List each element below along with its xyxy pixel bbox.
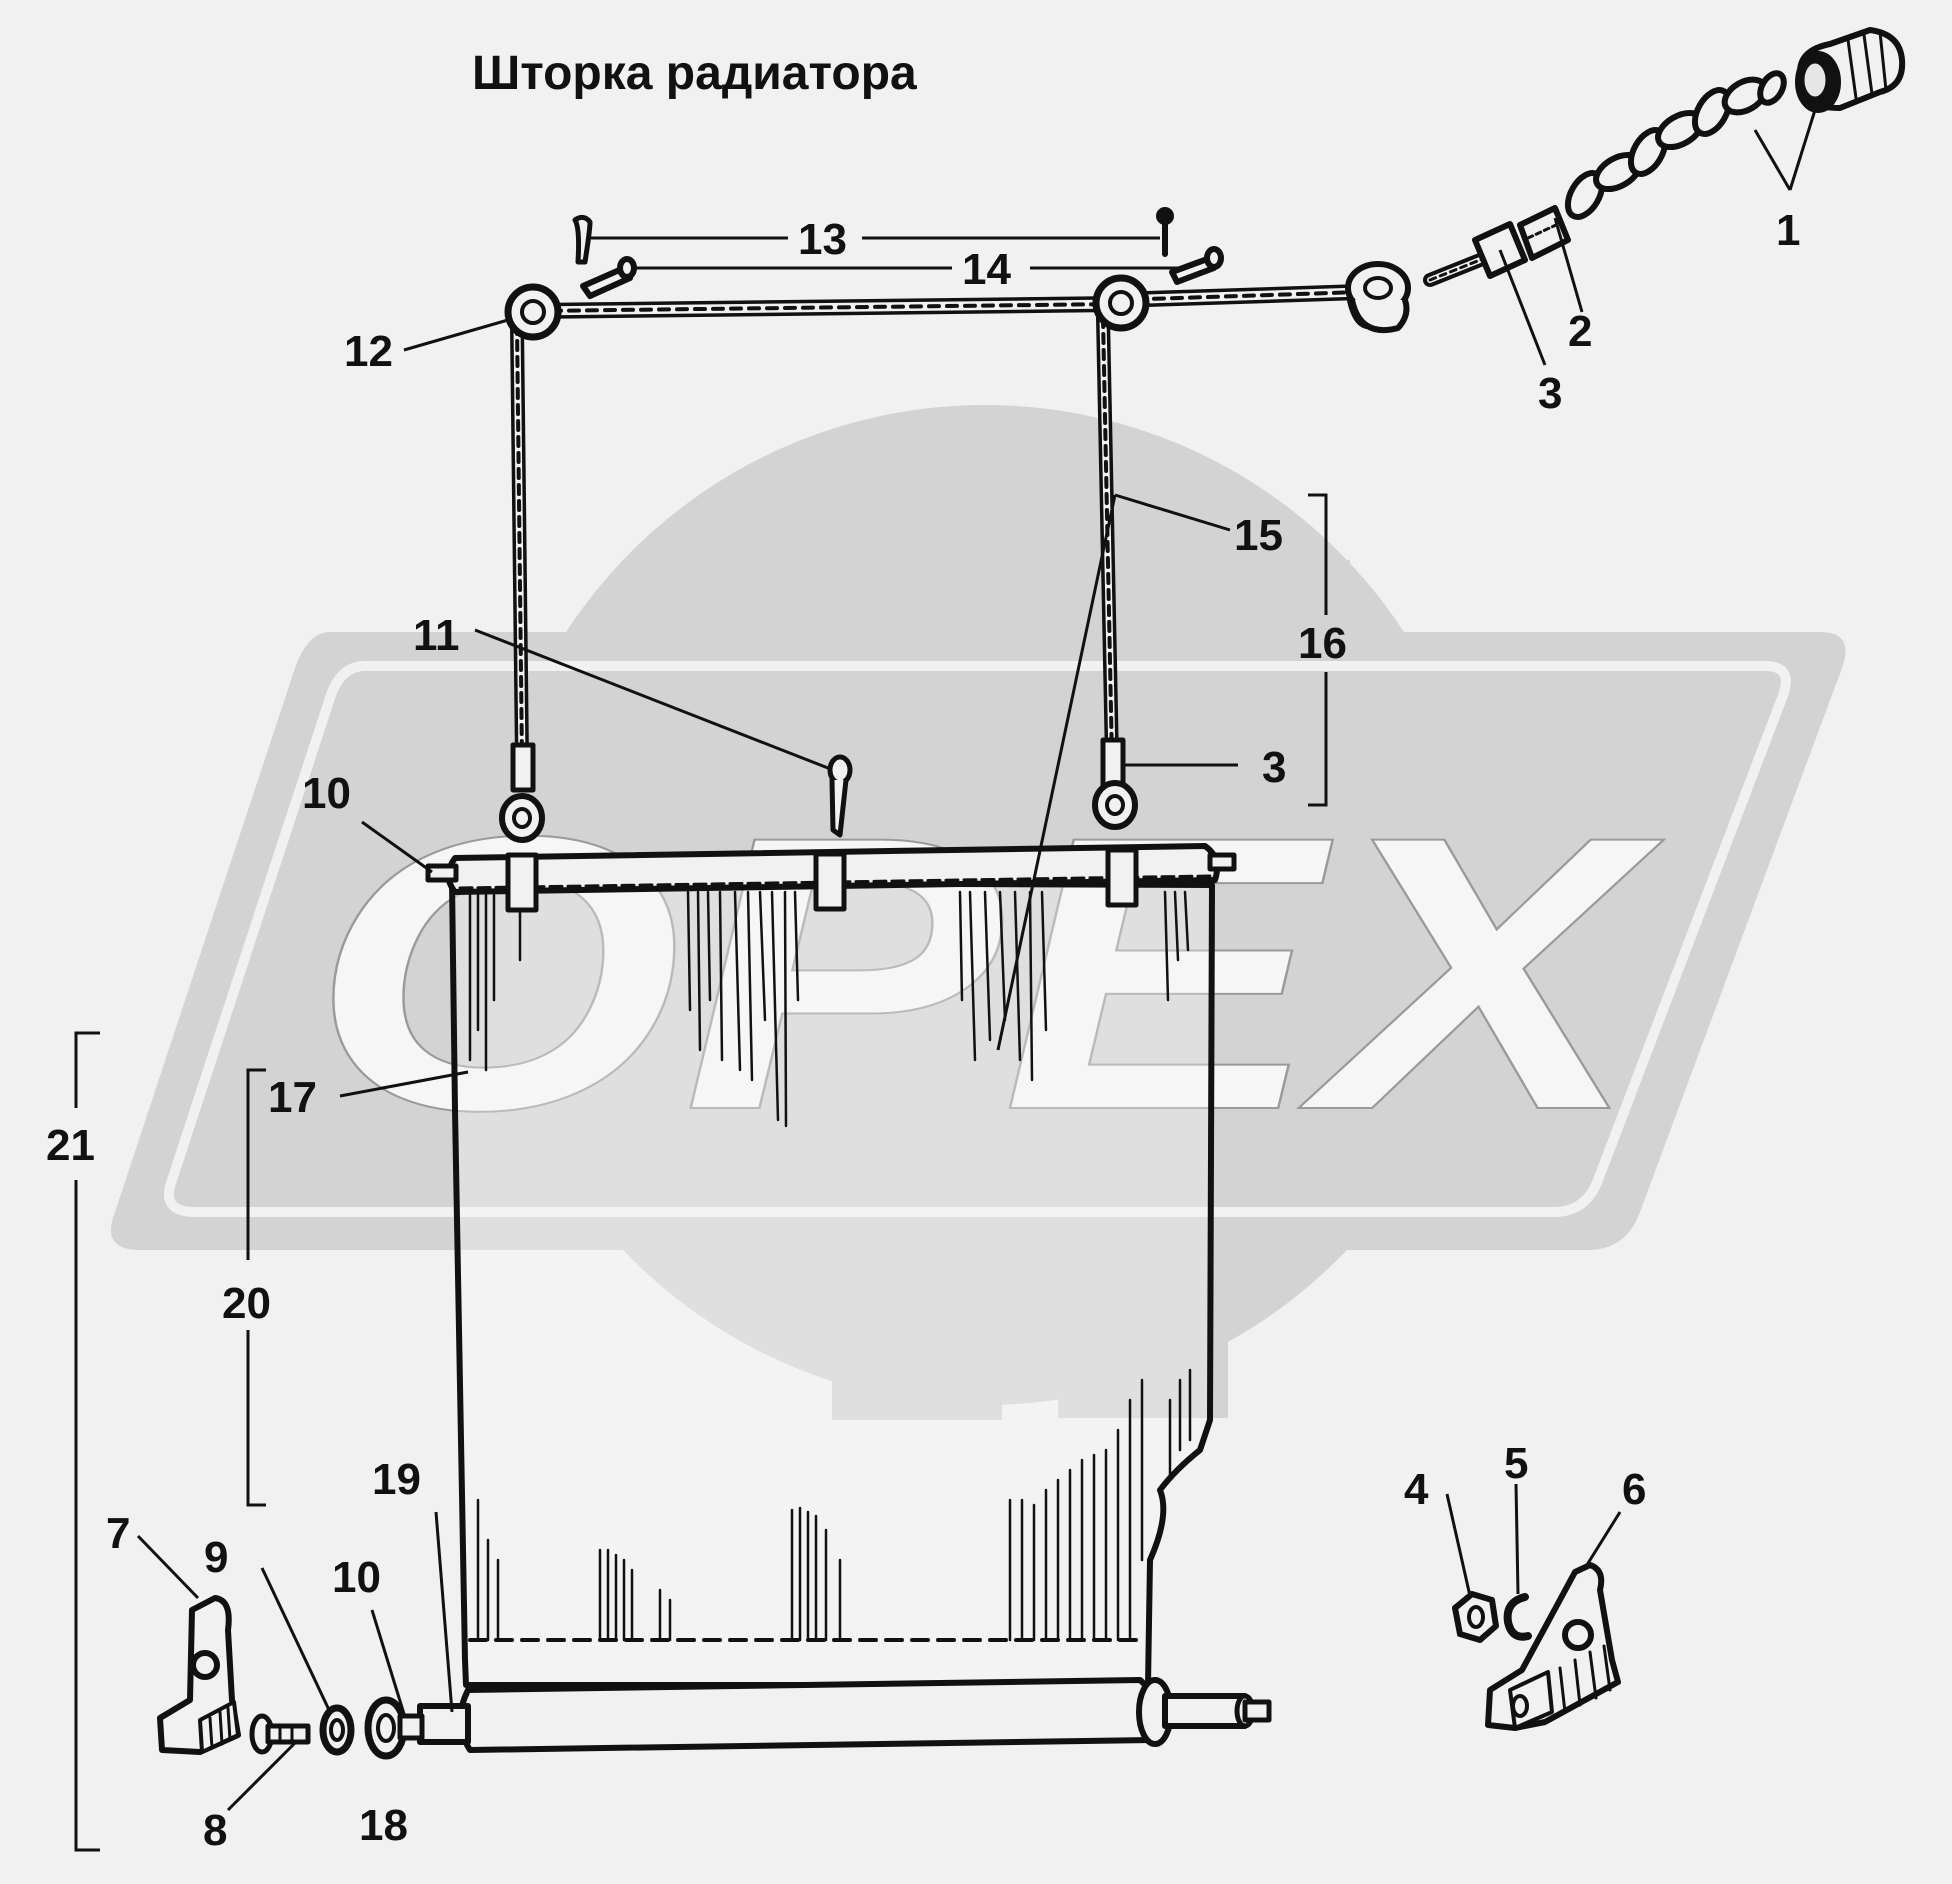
callout-11: 11 <box>413 611 460 660</box>
watermark-band <box>110 632 1846 1250</box>
bottom-roller <box>417 1677 1272 1753</box>
callout-8: 8 <box>203 1806 227 1855</box>
shutter-curtain <box>157 843 1621 1760</box>
cotter-pin-13-left <box>572 214 593 265</box>
callout-labels: 1 2 3 12 13 14 15 16 11 3 10 17 21 20 19… <box>46 206 1800 1855</box>
bracket-7 <box>157 1595 241 1755</box>
cotter-pin-11 <box>827 754 853 838</box>
callout-21: 21 <box>46 1121 95 1170</box>
nut-4 <box>1452 1591 1499 1643</box>
bolt-8 <box>249 1713 311 1755</box>
axle-pin-14-left <box>580 256 637 299</box>
cable-system <box>499 27 1906 843</box>
callout-10-top: 10 <box>302 769 351 818</box>
callout-9: 9 <box>204 1533 228 1582</box>
callout-17: 17 <box>268 1073 317 1122</box>
curtain-fabric <box>449 879 1215 1688</box>
washer-18 <box>364 1696 425 1760</box>
callout-12: 12 <box>344 327 393 376</box>
cotter-pin-13-right <box>1156 207 1174 257</box>
watermark: OPEX <box>110 405 1846 1420</box>
callout-14: 14 <box>962 245 1011 294</box>
callout-7: 7 <box>106 1509 130 1558</box>
callout-10-bottom: 10 <box>332 1553 381 1602</box>
top-bar <box>425 843 1237 913</box>
curtain-shading-bottom <box>476 1368 1192 1642</box>
callout-1: 1 <box>1776 206 1800 255</box>
callout-20: 20 <box>222 1279 271 1328</box>
washer-9 <box>319 1704 355 1756</box>
callout-4: 4 <box>1404 1465 1429 1514</box>
callout-15: 15 <box>1234 511 1283 560</box>
callout-13: 13 <box>798 215 847 264</box>
axle-pin-14-right <box>1169 246 1224 285</box>
callout-3-top: 3 <box>1538 369 1562 418</box>
pulley-right <box>1092 274 1150 332</box>
curtain-shading-top <box>468 890 1190 1128</box>
pulley-left <box>504 283 562 341</box>
leader-lines <box>74 109 1817 1852</box>
callout-19: 19 <box>372 1455 421 1504</box>
callout-6: 6 <box>1622 1465 1646 1514</box>
bracket-6 <box>1485 1562 1621 1731</box>
callout-5: 5 <box>1504 1439 1528 1488</box>
pulley-end <box>1345 261 1411 334</box>
diagram-title: Шторка радиатора <box>472 47 917 100</box>
cable-eye-left <box>499 742 545 843</box>
callout-3-right: 3 <box>1262 743 1286 792</box>
callout-18: 18 <box>359 1801 408 1850</box>
control-handle <box>1423 27 1906 287</box>
lock-washer-5 <box>1503 1593 1532 1641</box>
callout-2: 2 <box>1568 307 1592 356</box>
callout-16: 16 <box>1298 619 1347 668</box>
